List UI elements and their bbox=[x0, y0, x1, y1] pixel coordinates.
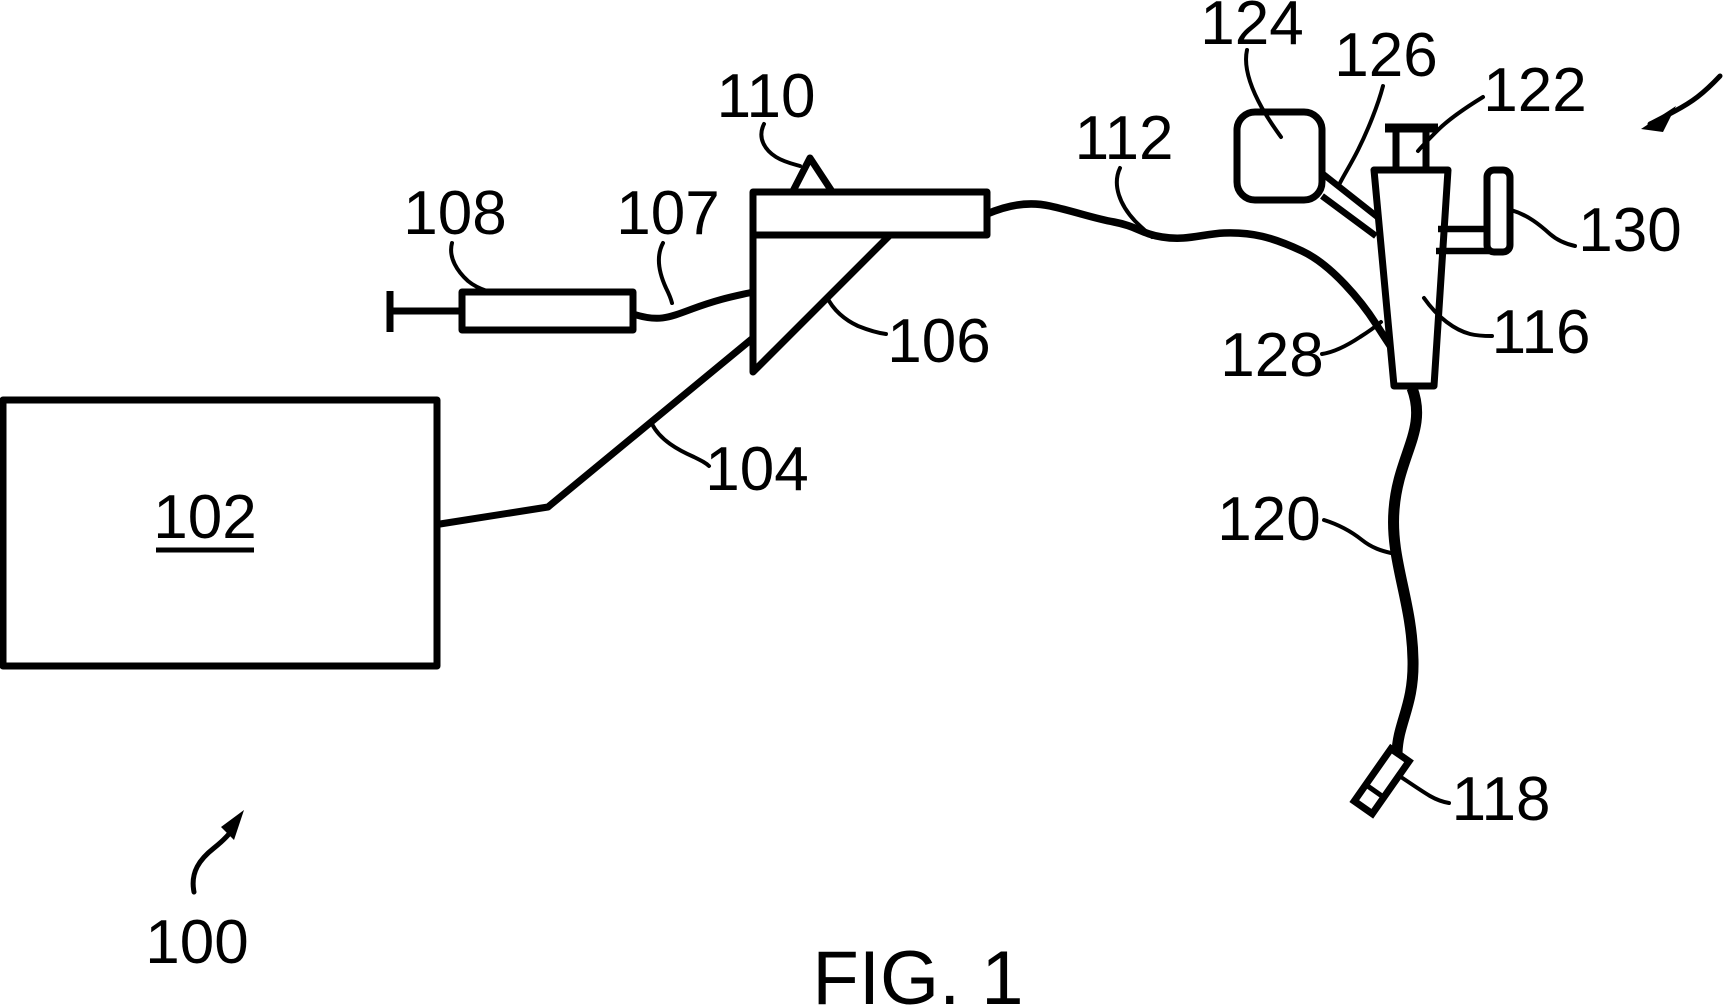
optical-line-104 bbox=[439, 335, 756, 528]
ref-label-122: 122 bbox=[1483, 56, 1586, 125]
ref-label-130: 130 bbox=[1578, 196, 1681, 265]
leader-130 bbox=[1509, 208, 1577, 248]
figure-caption: FIG. 1 bbox=[812, 936, 1023, 1007]
catheter-tip-118 bbox=[1349, 743, 1414, 819]
leader-104 bbox=[650, 422, 711, 468]
ref-label-108: 108 bbox=[403, 179, 506, 248]
ref-label-107: 107 bbox=[616, 179, 719, 248]
leader-106 bbox=[825, 295, 888, 336]
ref-label-120: 120 bbox=[1217, 485, 1320, 554]
gas-tube-126-lower bbox=[1320, 193, 1378, 239]
ref-label-110: 110 bbox=[717, 62, 816, 131]
side-port-130 bbox=[1483, 166, 1514, 256]
leader-110 bbox=[759, 122, 802, 168]
ref-100-arrow-head bbox=[221, 810, 244, 840]
leader-120 bbox=[1322, 518, 1393, 555]
gas-tube-126-upper bbox=[1320, 171, 1383, 222]
ref-label-106: 106 bbox=[887, 307, 990, 376]
ref-label-112: 112 bbox=[1075, 104, 1174, 173]
tether-line-112 bbox=[983, 200, 1395, 351]
leader-108 bbox=[449, 241, 489, 293]
pouch-box-124 bbox=[1233, 108, 1326, 204]
leader-118 bbox=[1396, 773, 1451, 805]
scanner-bar bbox=[749, 188, 991, 239]
cable-107 bbox=[631, 288, 754, 322]
console-box bbox=[0, 396, 441, 670]
catheter-shaft-120 bbox=[1388, 386, 1422, 754]
ref-label-126: 126 bbox=[1334, 21, 1437, 90]
ref-label-100: 100 bbox=[145, 908, 248, 977]
ref-label-102: 102 bbox=[153, 483, 256, 552]
leader-128 bbox=[1320, 320, 1383, 356]
ref-label-124: 124 bbox=[1200, 0, 1303, 58]
ref-100-arrow-line bbox=[190, 824, 237, 895]
prism-106 bbox=[749, 231, 894, 376]
syringe-barrel bbox=[458, 288, 637, 334]
leader-126 bbox=[1336, 84, 1385, 189]
leader-112 bbox=[1114, 166, 1154, 239]
funnel-hub-116 bbox=[1370, 166, 1452, 390]
system-arrow-head bbox=[1641, 106, 1676, 132]
ref-label-118: 118 bbox=[1452, 765, 1551, 834]
ref-label-104: 104 bbox=[705, 435, 808, 504]
ref-label-128: 128 bbox=[1220, 321, 1323, 390]
leader-124 bbox=[1244, 48, 1283, 139]
ref-label-116: 116 bbox=[1492, 298, 1591, 367]
leader-116 bbox=[1422, 296, 1494, 338]
leader-122 bbox=[1416, 95, 1485, 153]
marker-triangle-110 bbox=[788, 154, 837, 197]
leader-107 bbox=[656, 241, 674, 305]
